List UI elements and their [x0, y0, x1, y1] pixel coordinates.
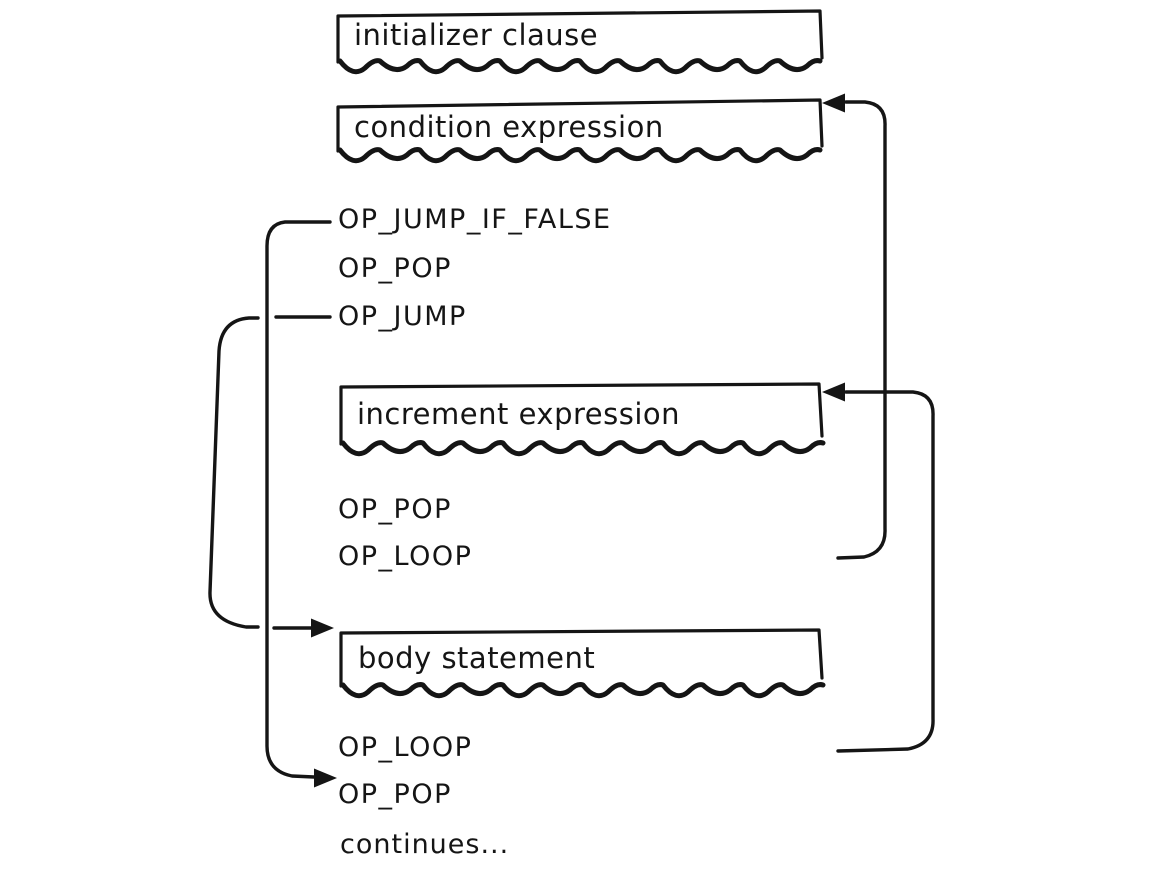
arrow-increment-loop-to-condition-line [836, 100, 887, 560]
box-label-body: body statement [358, 641, 596, 675]
arrow-jump-to-body-line2 [208, 316, 260, 629]
opcode-loop-after-increment: OP_LOOP [338, 541, 473, 572]
box-label-increment: increment expression [357, 397, 680, 431]
box-label-condition: condition expression [354, 110, 664, 144]
opcode-loop-after-body: OP_LOOP [338, 732, 473, 763]
arrowhead-into-increment [822, 382, 845, 402]
arrow-jump-if-false-to-exit-line [265, 220, 332, 779]
box-initializer-torn-edge [337, 58, 823, 75]
opcode-pop-exit: OP_POP [338, 779, 452, 810]
continues-text: continues... [340, 829, 510, 860]
box-condition-outline [336, 98, 824, 153]
box-body-outline [339, 628, 824, 688]
opcode-pop-after-increment: OP_POP [338, 494, 452, 525]
box-body-torn-edge [340, 682, 826, 699]
box-condition-torn-edge [337, 147, 823, 164]
opcode-pop-after-condition: OP_POP [338, 253, 452, 284]
box-initializer-outline [336, 9, 824, 64]
opcode-jump-if-false: OP_JUMP_IF_FALSE [338, 204, 612, 235]
arrowhead-into-body [311, 618, 334, 638]
box-label-initializer: initializer clause [354, 18, 599, 52]
arrowhead-into-exit-pop [314, 768, 337, 788]
arrowhead-into-condition [822, 93, 845, 113]
arrow-body-loop-to-increment-line [836, 390, 935, 753]
box-increment-outline [339, 382, 824, 446]
opcode-jump: OP_JUMP [338, 301, 467, 332]
box-increment-torn-edge [340, 440, 826, 457]
